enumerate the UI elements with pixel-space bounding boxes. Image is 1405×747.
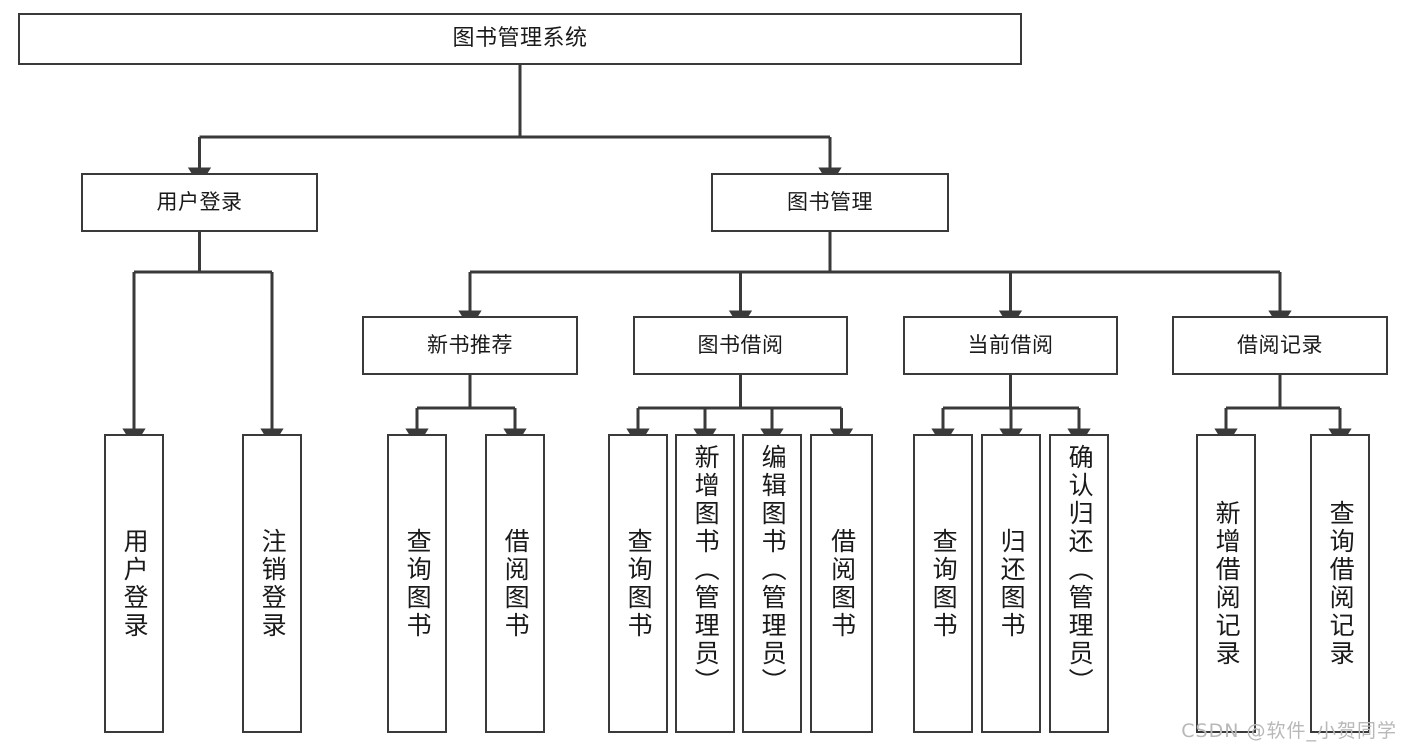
node-leaf-query-record[interactable]: 查询借阅记录	[1310, 434, 1370, 733]
node-book-admin[interactable]: 图书管理	[711, 173, 949, 232]
node-leaf-add-record[interactable]: 新增借阅记录	[1196, 434, 1256, 733]
node-current-borrow[interactable]: 当前借阅	[903, 316, 1118, 375]
node-label: 编辑图书（管理员）	[758, 444, 788, 696]
node-label: 图书借阅	[697, 333, 784, 358]
node-leaf-add-book[interactable]: 新增图书（管理员）	[675, 434, 735, 733]
node-label: 图书管理系统	[452, 26, 588, 52]
node-book-borrow[interactable]: 图书借阅	[633, 316, 848, 375]
node-label: 借阅记录	[1237, 333, 1323, 358]
node-borrow-record[interactable]: 借阅记录	[1172, 316, 1388, 375]
node-label: 图书管理	[787, 190, 873, 215]
node-leaf-borrow-book-2[interactable]: 借阅图书	[810, 434, 873, 733]
node-label: 新增图书（管理员）	[691, 444, 721, 696]
node-root[interactable]: 图书管理系统	[18, 13, 1022, 65]
node-leaf-query-book-3[interactable]: 查询图书	[913, 434, 973, 733]
node-label: 新书推荐	[427, 333, 513, 358]
node-leaf-user-logout[interactable]: 注销登录	[242, 434, 302, 733]
node-label: 借阅图书	[501, 527, 531, 640]
node-label: 确认归还（管理员）	[1065, 444, 1095, 696]
node-user-login[interactable]: 用户登录	[81, 173, 318, 232]
node-label: 当前借阅	[967, 333, 1054, 358]
node-leaf-borrow-book-1[interactable]: 借阅图书	[485, 434, 545, 733]
node-label: 用户登录	[156, 190, 243, 215]
node-label: 新增借阅记录	[1212, 499, 1242, 668]
watermark-text: CSDN @软件_小贺同学	[1181, 720, 1397, 742]
node-leaf-confirm-return[interactable]: 确认归还（管理员）	[1049, 434, 1109, 733]
node-label: 查询图书	[624, 527, 654, 640]
node-label: 归还图书	[997, 527, 1027, 640]
node-leaf-edit-book[interactable]: 编辑图书（管理员）	[742, 434, 802, 733]
node-leaf-query-book-2[interactable]: 查询图书	[608, 434, 668, 733]
node-label: 查询借阅记录	[1326, 499, 1356, 668]
node-leaf-user-login[interactable]: 用户登录	[104, 434, 164, 733]
node-new-book-rec[interactable]: 新书推荐	[362, 316, 578, 375]
node-leaf-query-book-1[interactable]: 查询图书	[387, 434, 447, 733]
node-leaf-return-book[interactable]: 归还图书	[981, 434, 1041, 733]
node-label: 借阅图书	[827, 527, 857, 640]
connector-lines	[122, 65, 1352, 447]
node-label: 查询图书	[403, 527, 433, 640]
node-label: 用户登录	[120, 527, 150, 640]
node-label: 查询图书	[929, 527, 959, 640]
node-label: 注销登录	[258, 527, 288, 640]
